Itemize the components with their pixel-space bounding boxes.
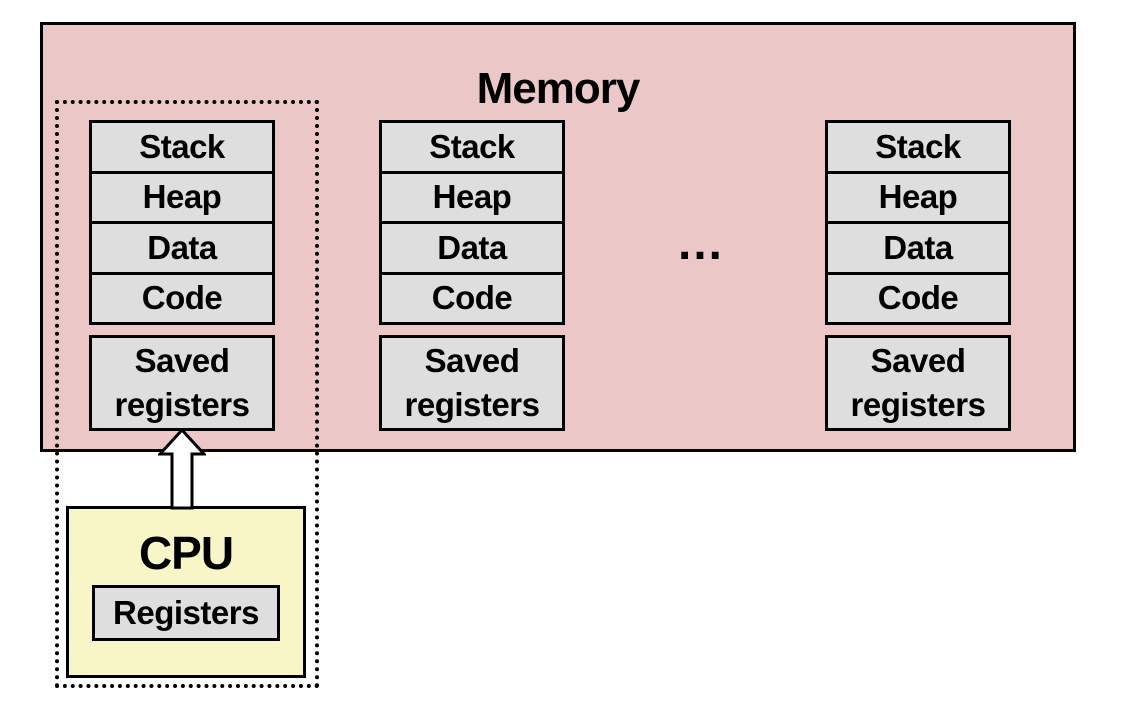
segment-stack-label: Stack xyxy=(828,123,1008,174)
saved-registers-line1: Saved xyxy=(870,342,966,379)
segment-code-label: Code xyxy=(877,279,959,317)
segment-stack: Stack Heap Data Code xyxy=(825,120,1011,325)
cpu-block: CPU Registers xyxy=(66,506,306,678)
segment-data-label: Data xyxy=(828,224,1008,275)
saved-registers-line2: registers xyxy=(850,386,986,423)
segment-stack: Stack Heap Data Code xyxy=(379,120,565,325)
segment-data-label: Data xyxy=(382,224,562,275)
saved-registers-box: Saved registers xyxy=(379,335,565,431)
segment-heap-label: Heap xyxy=(92,174,272,224)
segment-code-label: Code xyxy=(141,279,223,317)
segment-data-label: Data xyxy=(92,224,272,275)
cpu-registers-box: Registers xyxy=(92,585,280,641)
segment-stack-label: Stack xyxy=(382,123,562,174)
cpu-title: CPU xyxy=(138,527,234,579)
process-address-space-3: Stack Heap Data Code Saved registers xyxy=(825,120,1011,431)
segment-heap-label: Heap xyxy=(382,174,562,224)
process-address-space-1: Stack Heap Data Code Saved registers xyxy=(89,120,275,431)
saved-registers-box: Saved registers xyxy=(89,335,275,431)
segment-stack: Stack Heap Data Code xyxy=(89,120,275,325)
saved-registers-line1: Saved xyxy=(134,342,230,379)
saved-registers-box: Saved registers xyxy=(825,335,1011,431)
saved-registers-line1: Saved xyxy=(424,342,520,379)
saved-registers-line2: registers xyxy=(404,386,540,423)
segment-heap-label: Heap xyxy=(828,174,1008,224)
memory-title: Memory xyxy=(476,64,641,113)
segment-code-label: Code xyxy=(431,279,513,317)
segment-stack-label: Stack xyxy=(92,123,272,174)
saved-registers-line2: registers xyxy=(114,386,250,423)
process-address-space-2: Stack Heap Data Code Saved registers xyxy=(379,120,565,431)
ellipsis: … xyxy=(676,217,724,270)
up-arrow-icon xyxy=(158,428,206,510)
